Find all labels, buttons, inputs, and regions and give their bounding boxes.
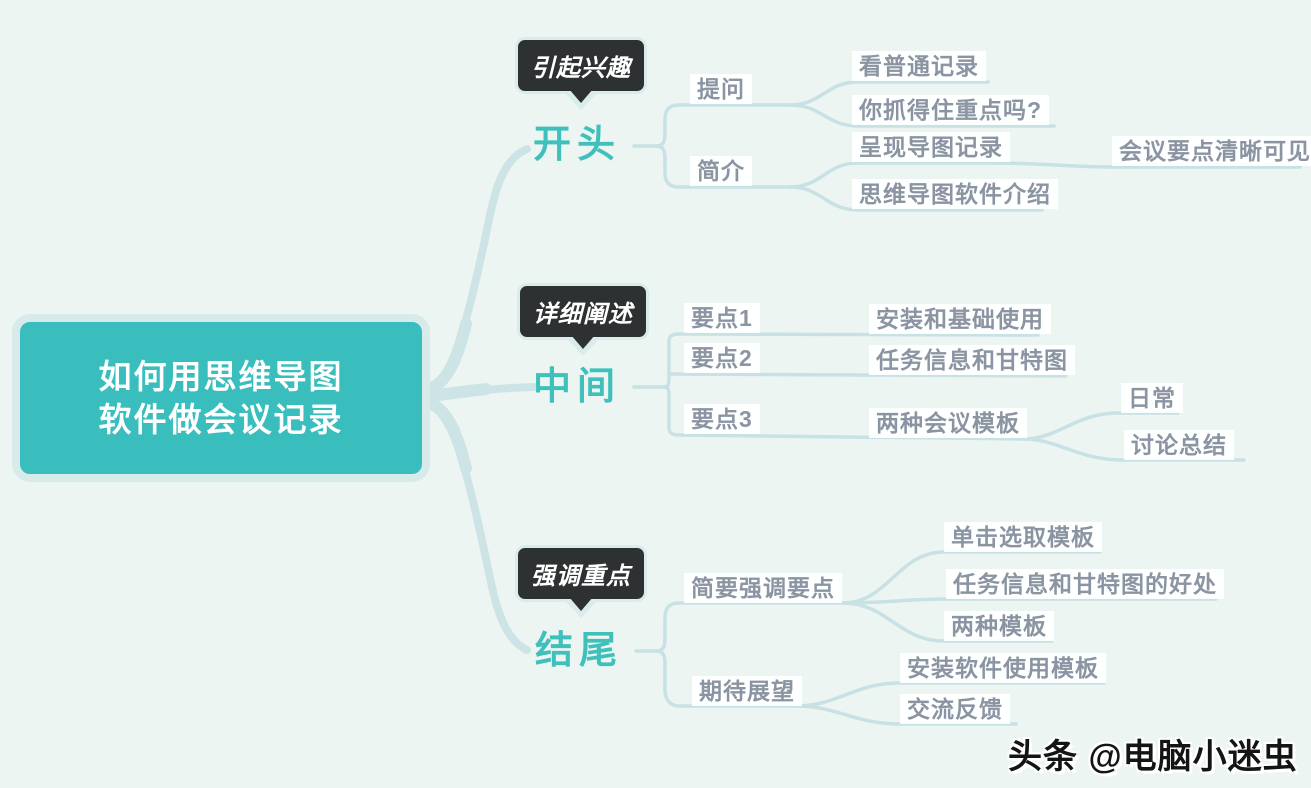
- node-install-basic-use[interactable]: 安装和基础使用: [869, 304, 1051, 334]
- branch-connectors: [632, 80, 1302, 726]
- node-clear-meeting-points[interactable]: 会议要点清晰可见: [1112, 136, 1311, 166]
- connector: [841, 550, 1102, 605]
- node-outlook[interactable]: 期待展望: [692, 676, 802, 706]
- node-point-2[interactable]: 要点2: [684, 343, 760, 373]
- connector: [654, 144, 792, 189]
- connector: [654, 103, 792, 148]
- root-branches: [425, 145, 538, 654]
- connector: [662, 332, 1040, 389]
- topic-ending[interactable]: 结尾: [535, 630, 624, 672]
- root-branch-mid: [427, 383, 538, 400]
- node-two-templates[interactable]: 两种模板: [944, 611, 1054, 641]
- watermark: 头条 @电脑小迷虫: [1008, 738, 1298, 776]
- callout-label: 详细阐述: [533, 301, 633, 328]
- connector: [667, 372, 1068, 378]
- topic-middle[interactable]: 中间: [533, 366, 622, 408]
- node-daily[interactable]: 日常: [1121, 383, 1183, 413]
- connector: [654, 601, 845, 653]
- connector: [788, 161, 996, 189]
- node-task-info-gantt[interactable]: 任务信息和甘特图: [869, 345, 1075, 375]
- callout-pointer-icon: [569, 89, 593, 103]
- callout-label: 强调重点: [531, 563, 631, 590]
- callout-detailed-elaboration[interactable]: 详细阐述: [517, 283, 649, 356]
- node-brief-emphasis[interactable]: 简要强调要点: [684, 573, 842, 603]
- root-title-line1: 如何用思维导图: [98, 358, 344, 395]
- root-node[interactable]: 如何用思维导图 软件做会议记录: [12, 314, 430, 482]
- node-ordinary-notes[interactable]: 看普通记录: [852, 51, 986, 81]
- node-two-meeting-templates[interactable]: 两种会议模板: [869, 408, 1027, 438]
- node-software-intro[interactable]: 思维导图软件介绍: [852, 179, 1058, 209]
- node-show-map-notes[interactable]: 呈现导图记录: [852, 132, 1010, 162]
- node-gantt-benefits[interactable]: 任务信息和甘特图的好处: [946, 569, 1224, 599]
- connector: [1022, 437, 1246, 462]
- connector: [1022, 411, 1180, 441]
- callout-label: 引起兴趣: [531, 55, 631, 82]
- connector: [992, 161, 1302, 169]
- connector: [841, 601, 1054, 643]
- connector: [788, 185, 1044, 212]
- node-exchange-feedback[interactable]: 交流反馈: [900, 694, 1010, 724]
- node-install-use-template[interactable]: 安装软件使用模板: [900, 653, 1106, 683]
- callout-pointer-icon: [571, 335, 595, 349]
- node-discussion-summary[interactable]: 讨论总结: [1124, 430, 1234, 460]
- node-click-select-template[interactable]: 单击选取模板: [944, 522, 1102, 552]
- root-branch-top: [427, 145, 531, 390]
- connector: [662, 385, 1026, 441]
- root-branch-bottom: [427, 402, 531, 654]
- connector: [841, 597, 1218, 605]
- topic-opening[interactable]: 开头: [533, 124, 622, 166]
- node-introduction[interactable]: 简介: [690, 156, 752, 186]
- node-point-1[interactable]: 要点1: [684, 303, 760, 333]
- callout-arouse-interest[interactable]: 引起兴趣: [515, 37, 647, 110]
- callout-pointer-icon: [569, 597, 593, 611]
- node-point-3[interactable]: 要点3: [684, 404, 760, 434]
- node-ask-question[interactable]: 提问: [690, 74, 752, 104]
- node-grasp-key-points[interactable]: 你抓得住重点吗?: [852, 95, 1050, 125]
- connector: [788, 103, 1056, 128]
- callout-emphasize-key-points[interactable]: 强调重点: [515, 545, 647, 618]
- connector: [654, 649, 798, 708]
- root-title-line2: 软件做会议记录: [98, 401, 344, 438]
- connector: [794, 704, 1018, 726]
